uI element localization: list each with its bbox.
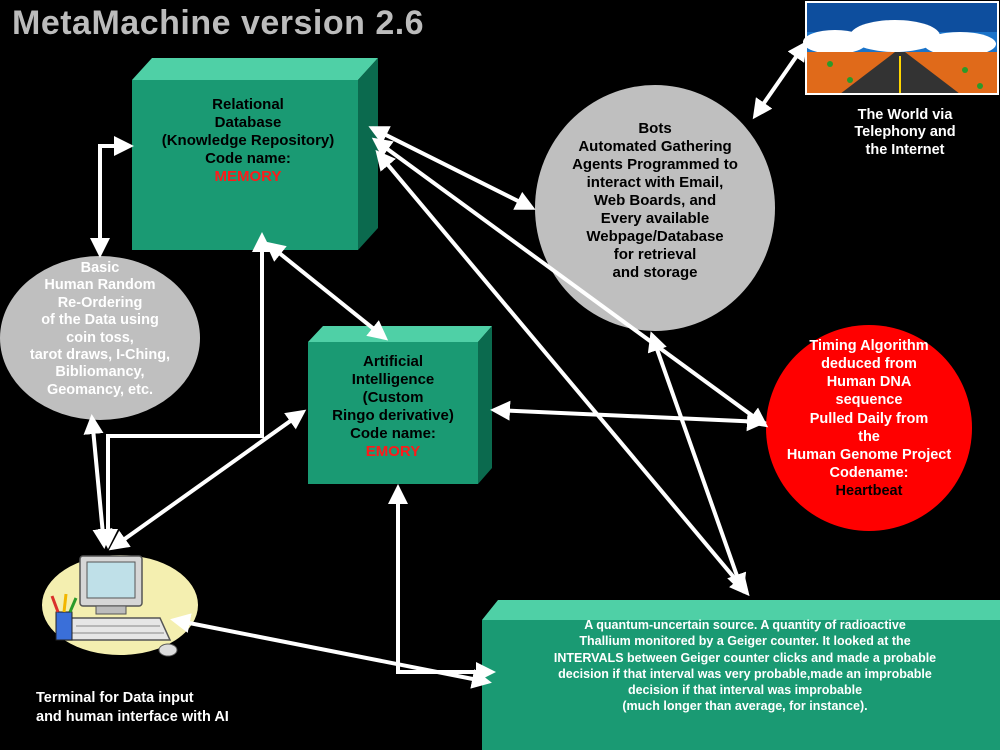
timing-line: Timing Algorithm	[809, 338, 929, 354]
timing-line: the	[858, 428, 880, 445]
world-label: The World via Telephony and the Internet	[830, 107, 980, 159]
ai-line: Code name:	[350, 425, 436, 442]
random-line: coin toss,	[66, 329, 134, 346]
database-line: Database	[214, 114, 282, 131]
random-line: of the Data using	[41, 312, 159, 329]
timing-codename: Heartbeat	[835, 483, 903, 499]
bots-line: and storage	[612, 264, 698, 281]
quantum-line: (much longer than average, for instance)…	[622, 699, 868, 714]
random-label: Basic Human Random Re-Ordering of the Da…	[0, 260, 200, 399]
quantum-line: INTERVALS between Geiger counter clicks …	[553, 650, 937, 665]
terminal-label: Terminal for Data input and human interf…	[36, 689, 229, 727]
quantum-box	[482, 600, 1000, 750]
random-line: Basic	[80, 260, 120, 276]
bots-line: Webpage/Database	[586, 228, 724, 245]
quantum-label: A quantum-uncertain source. A quantity o…	[490, 617, 1000, 715]
bots-line: for retrieval	[613, 246, 697, 263]
ai-line: (Custom	[362, 389, 424, 406]
timing-line: Human DNA	[826, 374, 912, 391]
timing-line: sequence	[835, 392, 903, 409]
ai-line: Ringo derivative)	[332, 407, 454, 424]
timing-line: deduced from	[821, 356, 917, 373]
quantum-line: decision if that interval was improbable	[627, 683, 863, 697]
database-label: Relational Database (Knowledge Repositor…	[138, 96, 358, 186]
connection-arrows	[83, 40, 808, 689]
ai-label: Artificial Intelligence (Custom Ringo de…	[308, 353, 478, 461]
world-line: the Internet	[865, 141, 945, 158]
world-road-image	[803, 1, 999, 95]
quantum-line: Thallium monitored by a Geiger counter. …	[579, 634, 911, 649]
computer-icon	[42, 555, 198, 657]
bots-line: Every available	[600, 210, 710, 227]
bots-line: Automated Gathering	[578, 138, 732, 155]
bots-label: Bots Automated Gathering Agents Programm…	[545, 120, 765, 282]
ai-line: Intelligence	[351, 371, 435, 388]
quantum-line: A quantum-uncertain source. A quantity o…	[584, 618, 906, 632]
world-line: Telephony and	[854, 124, 956, 141]
database-line: Code name:	[205, 150, 291, 167]
timing-line: Human Genome Project	[786, 446, 952, 463]
database-codename: MEMORY	[214, 168, 282, 185]
world-line: The World via	[857, 107, 953, 123]
quantum-line: decision if that interval was very proba…	[558, 666, 932, 681]
random-line: Bibliomancy,	[55, 364, 145, 381]
database-line: Relational	[212, 96, 284, 113]
timing-label: Timing Algorithm deduced from Human DNA …	[758, 337, 980, 500]
bots-line: Agents Programmed to	[572, 156, 738, 173]
bots-line: interact with Email,	[586, 174, 724, 191]
ai-line: Artificial	[362, 353, 423, 370]
timing-line: Codename:	[829, 464, 909, 481]
bots-line: Bots	[638, 120, 672, 137]
terminal-line: and human interface with AI	[36, 708, 229, 725]
database-box	[132, 58, 378, 250]
page-title: MetaMachine version 2.6	[12, 4, 425, 42]
database-line: (Knowledge Repository)	[161, 132, 335, 149]
timing-line: Pulled Daily from	[809, 410, 929, 427]
ai-codename: EMORY	[365, 443, 421, 460]
bots-line: Web Boards, and	[593, 192, 717, 209]
random-line: tarot draws, I-Ching,	[29, 346, 171, 363]
timing-circle	[766, 325, 972, 531]
terminal-line: Terminal for Data input	[36, 690, 194, 706]
random-line: Re-Ordering	[57, 294, 143, 311]
random-line: Human Random	[44, 277, 156, 294]
random-line: Geomancy, etc.	[46, 381, 154, 398]
